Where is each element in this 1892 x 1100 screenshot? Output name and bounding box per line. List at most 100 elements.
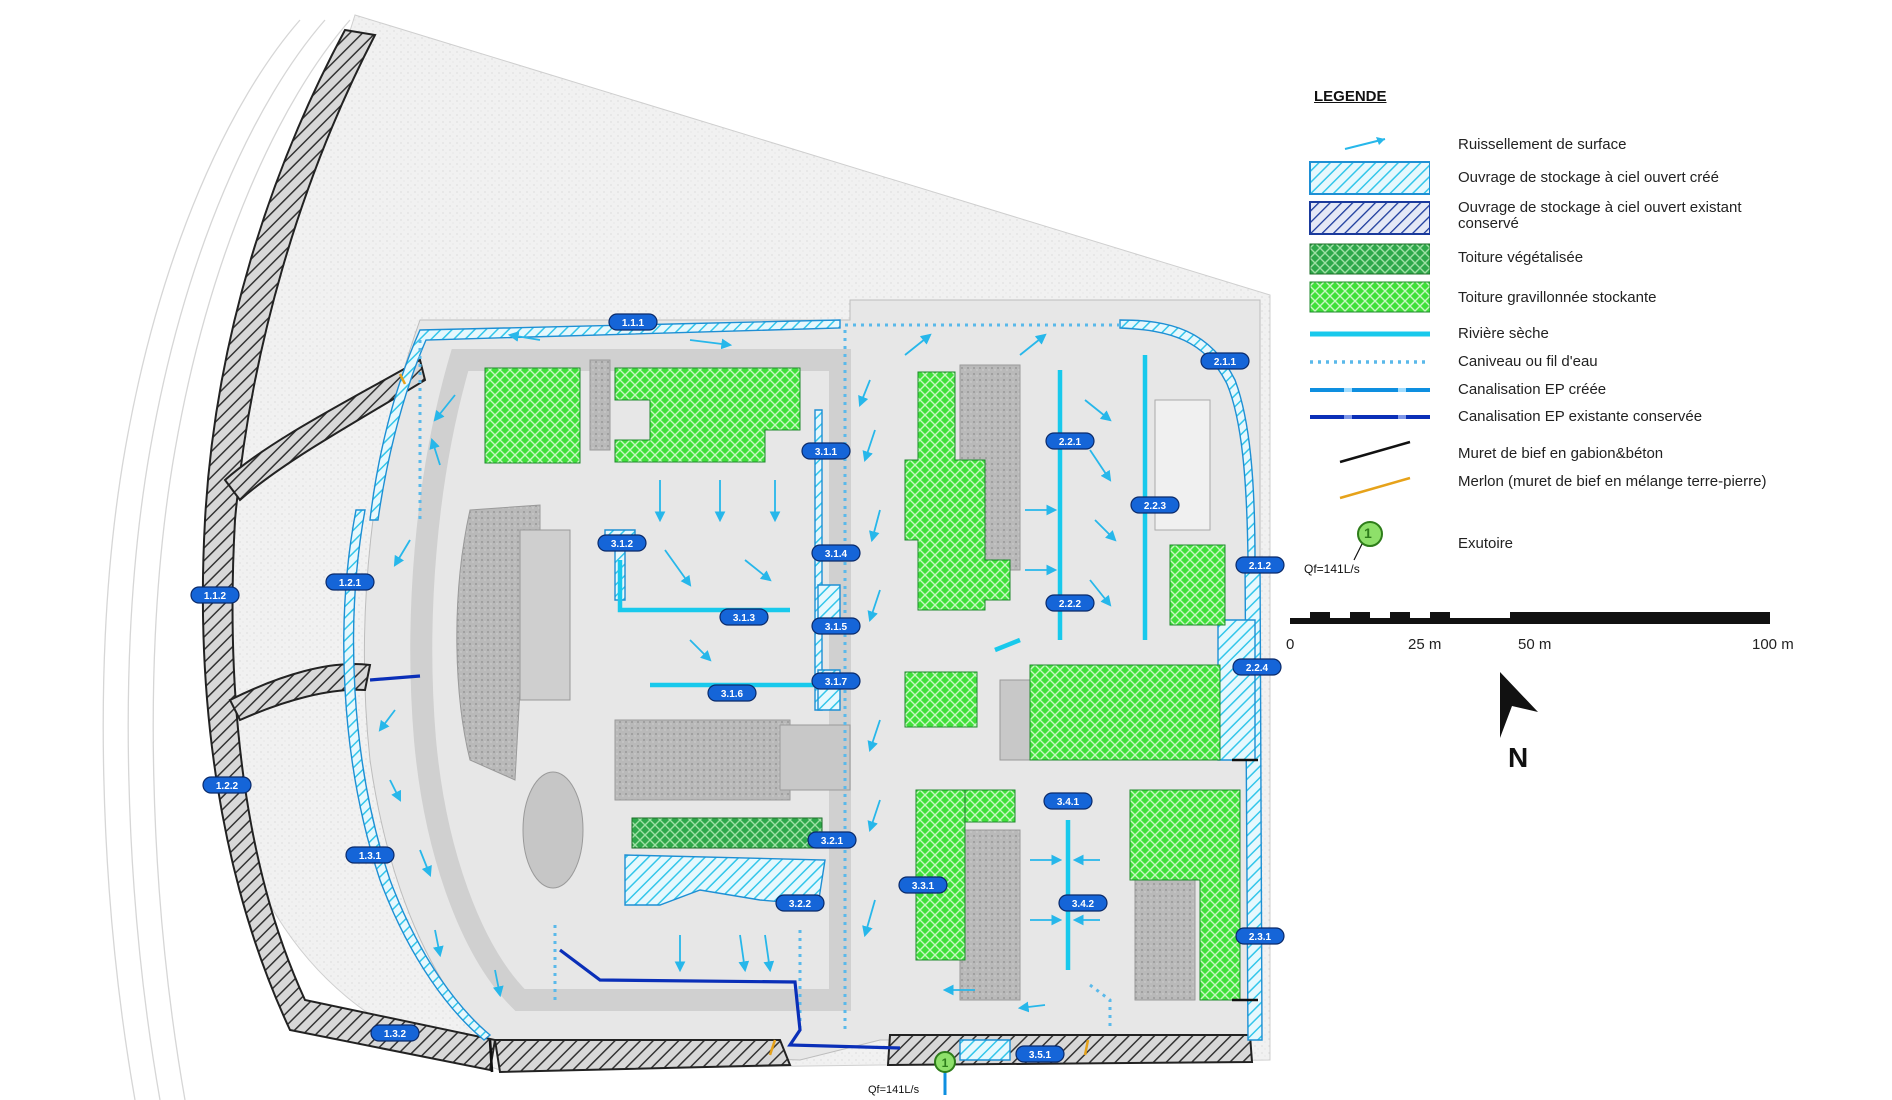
legend-outlet-flow: Qf=141L/s (1304, 562, 1360, 576)
scale-bar: 0 25 m 50 m 100 m (1286, 600, 1810, 680)
legend-item-pipe-new: Canalisation EP créée (1300, 368, 1860, 408)
zone-label-pill (325, 573, 375, 591)
zone-label-3-1-2[interactable]: 3.1.2 (597, 534, 647, 552)
legend-label-pipe-existing: Canalisation EP existante conservée (1458, 408, 1703, 425)
existing-buildings (456, 359, 1211, 1001)
zone-label-2-2-2[interactable]: 2.2.2 (1045, 594, 1095, 612)
light-hatch-icon (1309, 161, 1430, 195)
zone-label-2-2-1[interactable]: 2.2.1 (1045, 432, 1095, 450)
legend-outlet-number: 1 (1364, 525, 1372, 541)
zone-label-pill (898, 876, 948, 894)
zone-label-1-1-1[interactable]: 1.1.1 (608, 313, 658, 331)
zone-label-3-1-1[interactable]: 3.1.1 (801, 442, 851, 460)
gravel-storage-roofs (484, 367, 1241, 1001)
zone-label-pill (202, 776, 252, 794)
outlet-flow: Qf=141L/s (868, 1084, 920, 1096)
zone-label-pill (801, 442, 851, 460)
legend-item-storage-existing: Ouvrage de stockage à ciel ouvert exista… (1300, 198, 1860, 238)
cyan-line-icon (1310, 331, 1430, 337)
zone-label-1-3-2[interactable]: 1.3.2 (370, 1024, 420, 1042)
zone-label-3-1-5[interactable]: 3.1.5 (811, 617, 861, 635)
runoff-arrows (378, 331, 1117, 1013)
dark-hatch-icon (1309, 201, 1430, 235)
zone-label-pill (1232, 658, 1282, 676)
scale-bar-graphic (1290, 612, 1770, 624)
legend-item-green-roof: Toiture végétalisée (1300, 238, 1860, 278)
arrow-icon (1344, 137, 1386, 150)
north-arrow: N (1490, 670, 1550, 780)
zone-label-text: 3.1.2 (611, 539, 634, 550)
legend-item-merlon: Merlon (muret de bief en mélange terre-p… (1300, 468, 1860, 508)
zone-label-pill (707, 684, 757, 702)
legend-title: LEGENDE (1314, 88, 1387, 105)
legend-item-wall: Muret de bief en gabion&béton (1300, 430, 1860, 470)
zone-label-pill (190, 586, 240, 604)
zone-label-1-3-1[interactable]: 1.3.1 (345, 846, 395, 864)
black-line-icon (1339, 440, 1411, 464)
zone-label-3-3-1[interactable]: 3.3.1 (898, 876, 948, 894)
zone-label-text: 1.3.1 (359, 851, 382, 862)
zone-label-pill (608, 313, 658, 331)
zone-label-3-1-6[interactable]: 3.1.6 (707, 684, 757, 702)
zone-label-3-4-1[interactable]: 3.4.1 (1043, 792, 1093, 810)
zone-label-2-1-1[interactable]: 2.1.1 (1200, 352, 1250, 370)
zone-label-3-2-2[interactable]: 3.2.2 (775, 894, 825, 912)
zone-label-3-1-7[interactable]: 3.1.7 (811, 672, 861, 690)
zone-label-pill (1045, 432, 1095, 450)
pipe-new-icon (1310, 388, 1430, 392)
zone-label-text: 3.4.2 (1072, 899, 1095, 910)
zone-label-text: 3.2.2 (789, 899, 812, 910)
green-cross-hatch-icon (1309, 243, 1430, 275)
gabion-walls (488, 758, 1258, 1073)
zone-label-1-2-1[interactable]: 1.2.1 (325, 573, 375, 591)
zone-label-text: 1.2.1 (339, 578, 362, 589)
zone-label-text: 2.3.1 (1249, 932, 1272, 943)
zone-label-text: 3.4.1 (1057, 797, 1080, 808)
zone-label-1-2-2[interactable]: 1.2.2 (202, 776, 252, 794)
zone-label-text: 3.1.1 (815, 447, 838, 458)
zone-label-text: 2.1.2 (1249, 561, 1272, 572)
legend-item-gutter: Caniveau ou fil d'eau (1300, 340, 1860, 380)
pipe-existing-icon (1310, 415, 1430, 419)
legend-label-outlet: Exutoire (1458, 535, 1514, 552)
zone-label-text: 3.5.1 (1029, 1050, 1052, 1061)
zone-label-text: 2.2.1 (1059, 437, 1082, 448)
zone-label-text: 3.1.4 (825, 549, 848, 560)
zone-label-3-4-2[interactable]: 3.4.2 (1058, 894, 1108, 912)
zone-label-text: 1.2.2 (216, 781, 239, 792)
zone-label-2-2-3[interactable]: 2.2.3 (1130, 496, 1180, 514)
legend-item-dry-river: Rivière sèche (1300, 312, 1860, 352)
zone-label-text: 3.2.1 (821, 836, 844, 847)
legend-item-gravel-roof: Toiture gravillonnée stockante (1300, 276, 1860, 316)
legend-item-outlet: 1 Qf=141L/s Exutoire (1300, 520, 1860, 580)
zone-label-pill (807, 831, 857, 849)
outlet-marker[interactable]: 1 Qf=141L/s (868, 1051, 956, 1096)
zone-label-1-1-2[interactable]: 1.1.2 (190, 586, 240, 604)
road-curves (102, 19, 351, 1100)
zone-label-2-1-2[interactable]: 2.1.2 (1235, 556, 1285, 574)
existing-storage-works (201, 28, 1254, 1074)
zone-label-2-3-1[interactable]: 2.3.1 (1235, 927, 1285, 945)
zone-label-text: 2.2.3 (1144, 501, 1167, 512)
zone-label-3-5-1[interactable]: 3.5.1 (1015, 1045, 1065, 1063)
zone-label-pill (370, 1024, 420, 1042)
vegetated-roofs (631, 817, 823, 849)
zone-label-pill (1045, 594, 1095, 612)
zone-label-text: 2.2.2 (1059, 599, 1082, 610)
zone-label-pill (811, 544, 861, 562)
legend: LEGENDE Ruissellement de surface Ouvrage… (1300, 80, 1860, 600)
zone-label-2-2-4[interactable]: 2.2.4 (1232, 658, 1282, 676)
gutters (418, 323, 1120, 1030)
zone-label-3-1-3[interactable]: 3.1.3 (719, 608, 769, 626)
pipes-existing (369, 674, 901, 1050)
zone-label-3-2-1[interactable]: 3.2.1 (807, 831, 857, 849)
legend-label-pipe-new: Canalisation EP créée (1458, 381, 1607, 398)
outlet-icon (1353, 521, 1383, 561)
legend-label-green-roof: Toiture végétalisée (1458, 249, 1584, 266)
zone-label-pill (1015, 1045, 1065, 1063)
legend-label-gravel-roof: Toiture gravillonnée stockante (1458, 289, 1657, 306)
zone-label-3-1-4[interactable]: 3.1.4 (811, 544, 861, 562)
zone-label-text: 3.3.1 (912, 881, 935, 892)
zone-label-text: 1.1.2 (204, 591, 227, 602)
